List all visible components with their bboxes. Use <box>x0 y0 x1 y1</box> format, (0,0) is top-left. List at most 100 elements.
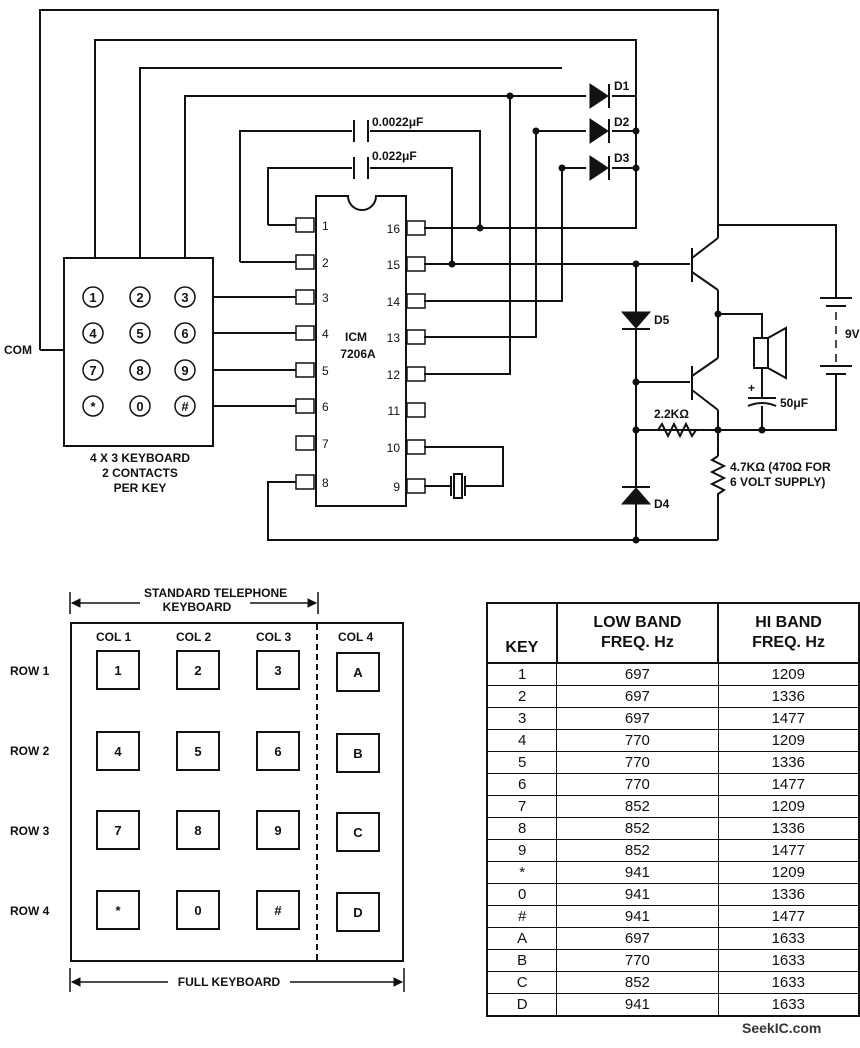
diode-d2 <box>589 118 610 144</box>
ic-pin-right <box>406 402 426 418</box>
table-cell-high: 1477 <box>717 905 860 928</box>
cap1-label: 0.0022μF <box>372 115 423 129</box>
table-cell-key: 2 <box>486 685 558 708</box>
table-cell-key: 1 <box>486 662 558 686</box>
table-cell-high: 1336 <box>717 685 860 708</box>
key-star[interactable]: * <box>96 890 140 930</box>
table-cell-key: C <box>486 971 558 994</box>
table-cell-high: 1477 <box>717 839 860 862</box>
table-cell-high: 1209 <box>717 861 860 884</box>
speaker <box>753 337 769 369</box>
ic-label-1: ICM <box>345 330 367 344</box>
key-8[interactable]: 8 <box>176 810 220 850</box>
keypad-key-label: 9 <box>181 363 188 378</box>
header-key: KEY <box>486 602 558 664</box>
full-keyboard-label: FULL KEYBOARD <box>177 975 281 989</box>
keypad-key-label: 5 <box>136 326 143 341</box>
keypad-caption-3: PER KEY <box>114 481 167 495</box>
key-3[interactable]: 3 <box>256 650 300 690</box>
ic-pin-right-number: 16 <box>387 222 401 236</box>
keypad-key-label: 3 <box>181 290 188 305</box>
watermark: SeekIC.com <box>742 1020 822 1036</box>
ic-pin-left <box>295 362 315 378</box>
col-3-label: COL 3 <box>256 630 292 644</box>
keypad-key-circle <box>129 322 151 344</box>
ic-pin-left <box>295 398 315 414</box>
ic-pin-right <box>406 220 426 236</box>
table-cell-low: 770 <box>556 751 719 774</box>
ic-pin-left-number: 7 <box>322 437 329 451</box>
ic-pin-left-number: 3 <box>322 291 329 305</box>
cap2-label: 0.022μF <box>372 149 417 163</box>
table-cell-key: D <box>486 993 558 1017</box>
res2-label-1: 4.7KΩ (470Ω FOR <box>730 460 831 474</box>
diode-d1 <box>589 83 610 109</box>
key-1[interactable]: 1 <box>96 650 140 690</box>
table-cell-high: 1336 <box>717 883 860 906</box>
key-6[interactable]: 6 <box>256 731 300 771</box>
ic-pin-right-number: 13 <box>387 331 401 345</box>
table-cell-low: 770 <box>556 773 719 796</box>
key-d[interactable]: D <box>336 892 380 932</box>
key-b[interactable]: B <box>336 733 380 773</box>
key-c[interactable]: C <box>336 812 380 852</box>
table-cell-low: 941 <box>556 861 719 884</box>
table-cell-low: 852 <box>556 795 719 818</box>
d5-label: D5 <box>654 313 670 327</box>
key-4[interactable]: 4 <box>96 731 140 771</box>
keypad-key-label: * <box>90 399 96 414</box>
key-7[interactable]: 7 <box>96 810 140 850</box>
ic-pin-right-number: 9 <box>393 480 400 494</box>
header-low-band: LOW BAND FREQ. Hz <box>555 602 720 664</box>
ic-pin-right-number: 12 <box>387 368 401 382</box>
keypad-key-circle <box>129 359 151 381</box>
ic-pin-right <box>406 256 426 272</box>
key-5[interactable]: 5 <box>176 731 220 771</box>
ic-pin-right <box>406 439 426 455</box>
resistor-4k7 <box>709 455 727 540</box>
keypad-key-circle <box>82 286 104 308</box>
ic-pin-left <box>295 254 315 270</box>
table-cell-key: * <box>486 861 558 884</box>
standard-keyboard-label-2: KEYBOARD <box>162 600 232 614</box>
ic-pin-right-number: 10 <box>387 441 401 455</box>
standard-keyboard-label-1: STANDARD TELEPHONE <box>144 586 288 600</box>
key-2[interactable]: 2 <box>176 650 220 690</box>
keypad-key-label: # <box>181 399 189 414</box>
keypad-body <box>63 257 214 447</box>
d1-label: D1 <box>614 79 630 93</box>
table-cell-high: 1336 <box>717 751 860 774</box>
col-2-label: COL 2 <box>176 630 212 644</box>
keypad-key-label: 1 <box>89 290 96 305</box>
transistor-upper <box>691 237 719 291</box>
table-cell-low: 697 <box>556 927 719 950</box>
table-cell-low: 770 <box>556 949 719 972</box>
keypad-key-circle <box>82 395 104 417</box>
key-hash[interactable]: # <box>256 890 300 930</box>
resistor-2k2 <box>657 421 697 439</box>
d4-label: D4 <box>654 497 670 511</box>
table-cell-key: 4 <box>486 729 558 752</box>
key-0[interactable]: 0 <box>176 890 220 930</box>
table-header-row: KEY LOW BAND FREQ. Hz HI BAND FREQ. Hz <box>486 602 860 664</box>
col-1-label: COL 1 <box>96 630 132 644</box>
ic-body <box>315 195 407 507</box>
key-a[interactable]: A <box>336 652 380 692</box>
table-cell-low: 697 <box>556 707 719 730</box>
table-cell-high: 1477 <box>717 773 860 796</box>
key-9[interactable]: 9 <box>256 810 300 850</box>
table-cell-high: 1209 <box>717 662 860 686</box>
table-cell-key: 9 <box>486 839 558 862</box>
table-cell-low: 852 <box>556 839 719 862</box>
table-cell-key: # <box>486 905 558 928</box>
header-hi-band: HI BAND FREQ. Hz <box>717 602 860 664</box>
keypad-key-label: 7 <box>89 363 96 378</box>
keypad-key-circle <box>129 395 151 417</box>
